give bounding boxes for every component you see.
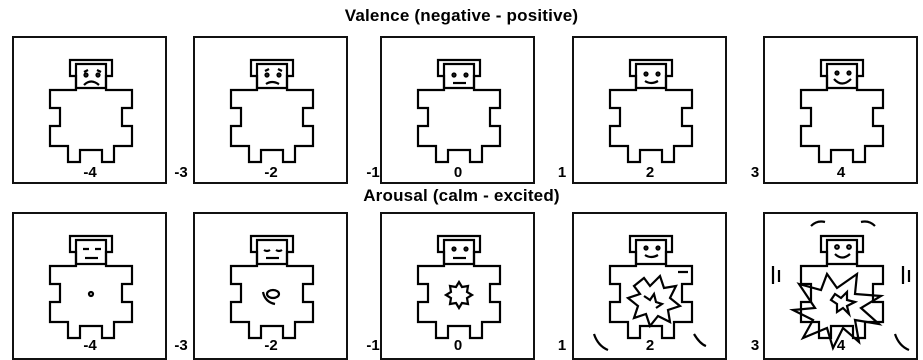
- valence-scale-label-1: -4: [83, 164, 97, 181]
- figure-burst-icon: [592, 234, 707, 352]
- smiling-figure-icon: [608, 58, 694, 164]
- neutral-figure-icon: [416, 58, 502, 164]
- valence-scale-label-3: 0: [453, 164, 463, 181]
- figure-explosion-icon: [771, 220, 911, 352]
- arousal-panel-2: [193, 212, 348, 360]
- arousal-section-title: Arousal (calm - excited): [363, 186, 560, 205]
- arousal-scale-label-between-4: 3: [750, 337, 760, 354]
- valence-scale-label-between-1: -3: [174, 164, 188, 181]
- valence-scale-label-5: 4: [836, 164, 846, 181]
- arousal-scale-label-5: 4: [836, 337, 846, 354]
- valence-panel-5: [763, 36, 918, 184]
- valence-scale-label-between-2: -1: [366, 164, 380, 181]
- arousal-scale-label-3: 0: [453, 337, 463, 354]
- valence-scale-label-2: -2: [264, 164, 278, 181]
- valence-panel-3: [380, 36, 535, 184]
- arousal-scale-label-between-2: -1: [366, 337, 380, 354]
- valence-panel-2: [193, 36, 348, 184]
- valence-scale-label-between-3: 1: [557, 164, 567, 181]
- sleepy-figure-dot-icon: [48, 234, 134, 340]
- very-sad-figure-icon: [48, 58, 134, 164]
- arousal-panel-1: [12, 212, 167, 360]
- arousal-scale-label-4: 2: [645, 337, 655, 354]
- arousal-scale-label-between-3: 1: [557, 337, 567, 354]
- arousal-scale-label-1: -4: [83, 337, 97, 354]
- arousal-scale-label-between-1: -3: [174, 337, 188, 354]
- valence-scale-label-4: 2: [645, 164, 655, 181]
- valence-panel-4: [572, 36, 727, 184]
- arousal-scale-label-2: -2: [264, 337, 278, 354]
- arousal-panel-4: [572, 212, 727, 360]
- valence-panel-1: [12, 36, 167, 184]
- valence-section-title: Valence (negative - positive): [344, 6, 579, 25]
- sad-figure-icon: [229, 58, 315, 164]
- valence-scale-label-between-4: 3: [750, 164, 760, 181]
- calm-figure-small-swirl-icon: [229, 234, 315, 340]
- figure-gear-icon: [416, 234, 502, 340]
- happy-figure-icon: [799, 58, 885, 164]
